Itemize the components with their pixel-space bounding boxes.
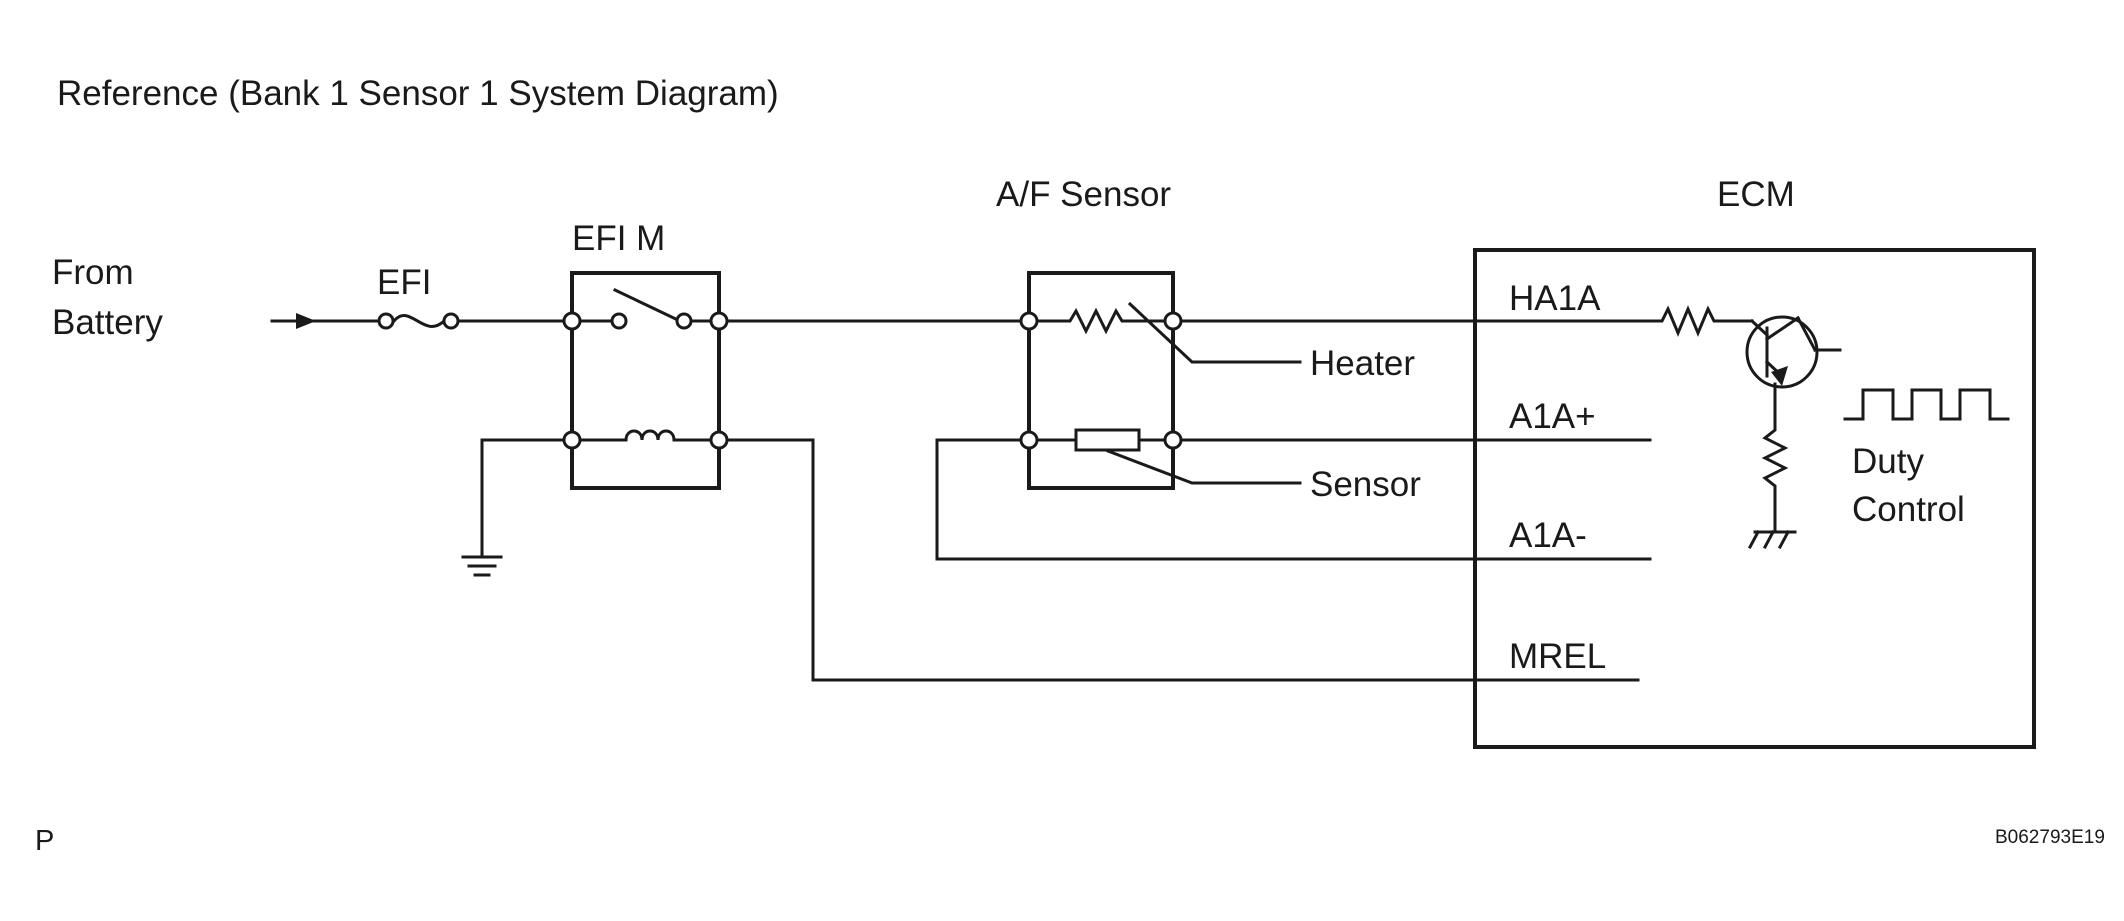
ecm-pin-label: HA1A [1509, 279, 1601, 318]
af-sensor-label: A/F Sensor [996, 175, 1171, 214]
af-sensor-terminal [1163, 430, 1183, 450]
af-sensor-terminal [1019, 430, 1039, 450]
relay-label: EFI M [572, 219, 665, 258]
relay-box [570, 271, 721, 490]
af-sensor-box [1027, 271, 1175, 490]
sensor-label: Sensor [1310, 465, 1421, 504]
wire-mrel [725, 438, 1640, 682]
relay-terminal [562, 430, 582, 450]
af-sensor-terminal [1019, 311, 1039, 331]
ecm-resistor-icon [1473, 305, 1754, 337]
heater-resistor-icon [1035, 301, 1302, 364]
source-label-line2: Battery [52, 303, 163, 342]
relay-coil-icon [570, 429, 714, 442]
transistor-icon [1745, 315, 1842, 389]
relay-terminal [709, 430, 729, 450]
sensor-element-icon [1035, 428, 1302, 485]
footer-code: B062793E19 [1995, 827, 2105, 848]
ground-icon [461, 438, 566, 577]
ecm-pin-label: A1A- [1509, 516, 1587, 555]
duty-control-label-line1: Duty [1852, 442, 1924, 481]
ecm-pin-label: A1A+ [1509, 397, 1596, 436]
input-arrow-icon [270, 313, 316, 329]
chassis-ground-icon [1747, 529, 1791, 550]
duty-control-label-line2: Control [1852, 490, 1965, 529]
heater-label: Heater [1310, 344, 1415, 383]
ecm-box [1473, 248, 2036, 749]
ecm-pin-label: MREL [1509, 637, 1606, 676]
ecm-label: ECM [1717, 175, 1795, 214]
pulldown-resistor-icon [1753, 382, 1797, 534]
fuse-label: EFI [377, 263, 431, 302]
footer-left: P [35, 825, 54, 857]
diagram-title: Reference (Bank 1 Sensor 1 System Diagra… [57, 74, 779, 113]
relay-terminal [562, 311, 582, 331]
duty-pulse-icon [1843, 388, 2010, 421]
fuse-icon [310, 312, 567, 330]
wire-a1a-minus [935, 438, 1652, 561]
relay-switch-icon [570, 288, 714, 330]
relay-terminal [709, 311, 729, 331]
af-sensor-terminal [1163, 311, 1183, 331]
source-label-line1: From [52, 253, 134, 292]
